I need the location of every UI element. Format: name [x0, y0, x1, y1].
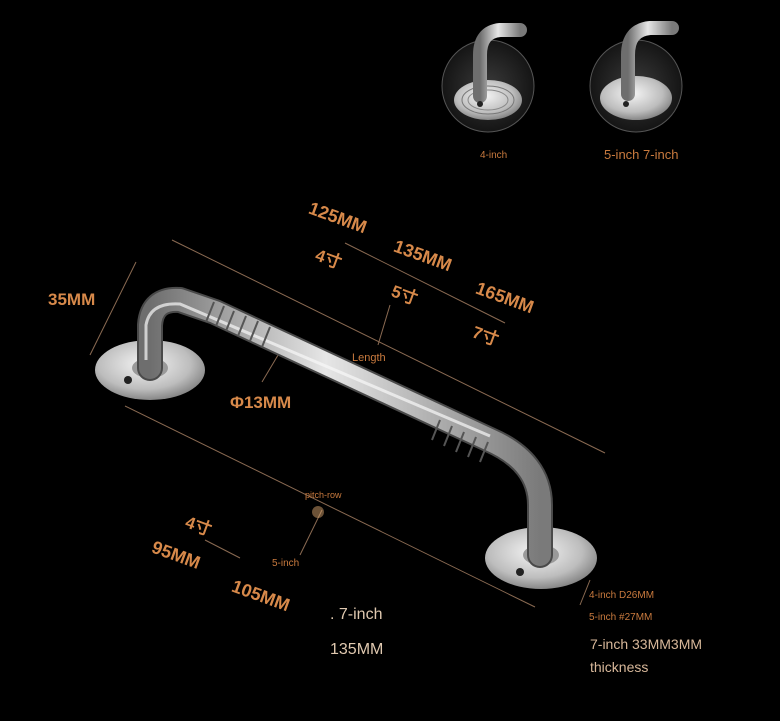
height-35mm: 35MM — [48, 290, 96, 309]
base-spec-thickness: thickness — [590, 659, 649, 675]
diameter-label: Φ13MM — [230, 393, 292, 412]
thumbnail-4-inch — [441, 23, 535, 133]
base-spec-7-inch: 7-inch 33MM3MM — [590, 636, 703, 652]
thumbnail-caption-right: 5-inch 7-inch — [604, 147, 679, 162]
thumbnail-caption-left: 4-inch — [480, 150, 508, 161]
pitch-5-inch: 5-inch — [272, 558, 300, 569]
length-label: Length — [352, 352, 386, 364]
pitch-row-label: pitch-row — [305, 490, 342, 500]
pitch-7-inch: . 7-inch — [330, 606, 383, 623]
pitch-135mm: 135MM — [330, 641, 384, 658]
grab-bar-handle — [95, 286, 597, 589]
base-spec-5-inch: 5-inch #27MM — [589, 612, 653, 623]
base-spec-4-inch: 4-inch D26MM — [589, 590, 655, 601]
thumbnail-5-7-inch — [589, 21, 683, 133]
